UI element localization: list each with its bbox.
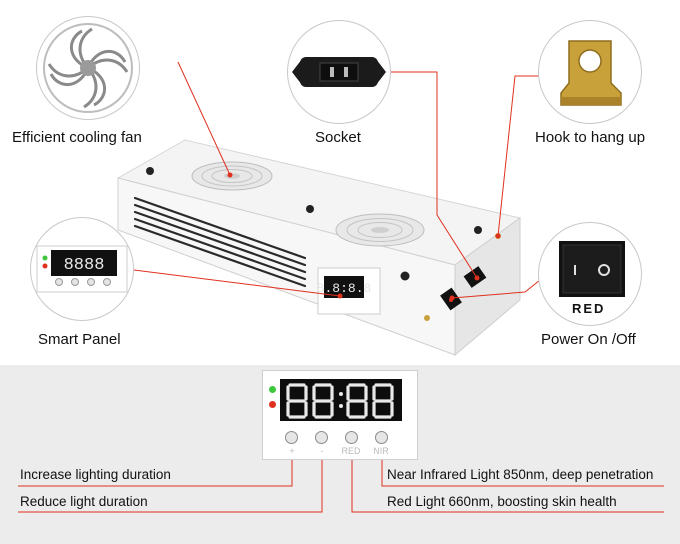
button-red[interactable] [345,431,358,444]
front-display: 8.8:8.8 [317,267,381,315]
seven-segment-digits [286,383,394,419]
svg-text:8.8:8.8: 8.8:8.8 [317,281,372,296]
svg-text:8888: 8888 [64,256,105,275]
switch-red-label: RED [572,301,606,316]
hook-label: Hook to hang up [535,129,646,146]
hook-callout-circle [538,20,642,124]
smart-panel-icon: 8888 [36,245,128,293]
fan-callout-circle [36,16,140,120]
vent-slots [133,196,307,288]
button-nir-label: NIR [373,446,389,456]
socket-icon [292,57,386,87]
fan-icon [43,23,133,113]
power-label: Power On /Off [541,331,636,348]
button-minus-label: - [320,446,324,456]
nir-description-label: Near Infrared Light 850nm, deep penetrat… [387,467,654,482]
socket-label: Socket [315,129,361,146]
fan-label: Efficient cooling fan [12,129,142,146]
button-minus[interactable] [315,431,328,444]
light-panel-body: 8.8:8.8 [116,139,522,357]
green-led [269,386,276,393]
leader-lines [18,61,664,513]
red-led [269,401,276,408]
fan-grille-2 [335,213,425,247]
button-plus[interactable] [285,431,298,444]
button-red-label: RED [341,446,361,456]
socket-callout-circle [287,20,391,124]
panel-label: Smart Panel [38,331,121,348]
increase-duration-label: Increase lighting duration [20,467,171,482]
panel-detail: + - RED NIR [262,370,418,460]
button-plus-label: + [289,446,295,456]
red-description-label: Red Light 660nm, boosting skin health [387,494,617,509]
panel-callout-circle: 8888 [30,217,134,321]
digital-display [280,379,402,421]
button-nir[interactable] [375,431,388,444]
power-switch-icon [559,241,625,297]
hook-icon [560,40,622,106]
power-callout-circle [538,222,642,326]
reduce-duration-label: Reduce light duration [20,494,148,509]
